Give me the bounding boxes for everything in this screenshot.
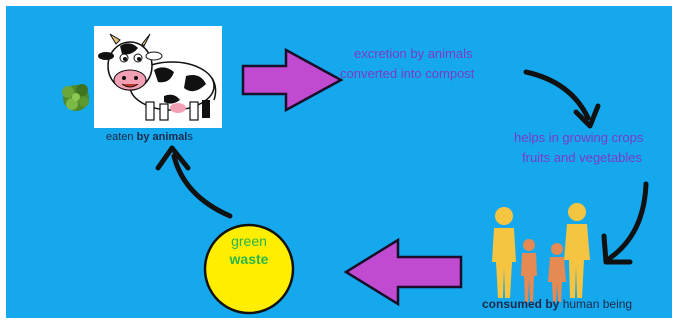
waste-line2: waste xyxy=(230,251,269,267)
eaten-suffix: s xyxy=(187,131,193,143)
curved-arrow-crops-to-humans xyxy=(610,184,646,258)
green-waste-label: green waste xyxy=(202,232,296,268)
eaten-prefix: eaten xyxy=(106,131,137,143)
consumed-bold: consumed by xyxy=(482,297,559,311)
cycle-diagram: eaten by animals excretion by animals co… xyxy=(6,6,672,318)
label-helps-growing: helps in growing crops xyxy=(514,130,643,146)
label-excretion: excretion by animals xyxy=(354,46,473,62)
excretion-line2: converted into compost xyxy=(340,66,474,81)
consumed-rest: human being xyxy=(559,297,632,311)
helps-line2: fruits and vegetables xyxy=(522,150,642,165)
cow-card xyxy=(94,26,222,128)
arrow-left xyxy=(346,240,461,304)
arrow-right xyxy=(243,50,341,110)
bush-icon xyxy=(62,84,89,111)
waste-line1: green xyxy=(202,232,296,250)
label-eaten-by-animals: eaten by animals xyxy=(106,130,193,144)
curved-arrow-compost-to-crops xyxy=(526,72,588,118)
label-fruits-vegetables: fruits and vegetables xyxy=(522,150,642,166)
eaten-bold: by animal xyxy=(137,131,188,143)
label-compost: converted into compost xyxy=(340,66,474,82)
label-consumed-by-human: consumed by human being xyxy=(482,296,632,312)
human-family-icon xyxy=(492,203,590,302)
excretion-line1: excretion by animals xyxy=(354,46,473,61)
helps-line1: helps in growing crops xyxy=(514,130,643,145)
cow-icon xyxy=(94,26,222,128)
